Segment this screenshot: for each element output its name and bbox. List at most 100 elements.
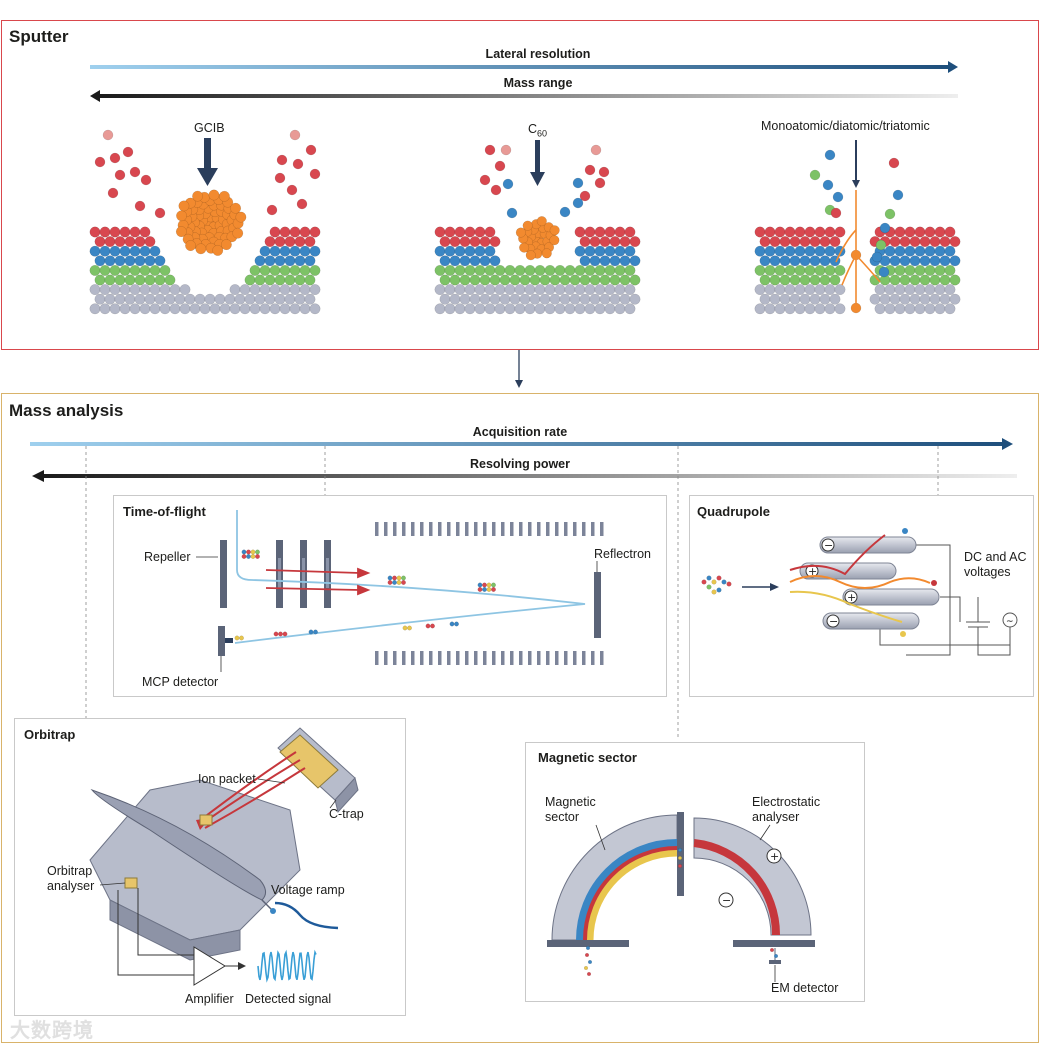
surface-atom [949,255,961,267]
tof-ion [282,631,288,637]
tof-ion [482,587,487,592]
reflectron-plate [594,572,601,638]
tof-ion [491,582,496,588]
lateral-resolution-label: Lateral resolution [485,47,591,61]
gcib-beam-arrow [197,138,218,186]
reflectron-grid-bar [438,651,442,665]
watermark: 大数跨境 [10,1020,94,1042]
reflectron-grid-bar [546,522,550,536]
gcib-cluster-atom [221,239,232,251]
reflectron-grid-bar [600,522,604,536]
tof-ion [425,623,431,629]
surface-atom [629,293,641,305]
tof-ion [241,549,247,555]
tof-ion [477,582,483,588]
surface-atom [944,245,956,257]
reflectron-grid-bar [483,651,487,665]
resolving-power-arrow [32,470,1017,482]
quadrupole-ion-cluster [701,575,732,595]
tof-ion [239,635,244,641]
magnetic-ion [584,966,589,971]
surface-atom [629,236,641,248]
gcib-cluster-atom [212,244,224,256]
reflectron-grid-bar [510,522,514,536]
quad-ion [726,581,732,587]
mass-range-arrow [90,90,958,102]
reflectron-grid-bar [582,522,586,536]
ejected-particle [296,198,308,210]
surface-atom [304,293,316,305]
surface-atom [624,284,636,295]
tof-ion [387,580,393,585]
reflectron-grid-bar [519,651,523,665]
ejected-particle [809,169,821,181]
ejected-particle [114,169,126,181]
acquisition-rate-label: Acquisition rate [472,425,568,439]
mcp-detector-label: MCP detector [142,675,219,689]
surface-atom [154,255,166,267]
svg-text:−: − [824,539,833,552]
surface-atom [829,274,841,286]
c60-cluster-atom [522,220,533,231]
magnetic-ion [678,856,683,861]
c60-cluster-atom [519,242,530,253]
reflectron-grid-bar [492,522,496,536]
quad-ion [711,589,717,595]
tof-ion [477,587,483,592]
surface-atom [489,236,501,248]
mcp-detector [218,626,225,656]
quad-ion [706,575,712,581]
surface-atom [944,226,956,238]
surface-atom [179,284,191,295]
surface-atom [834,303,846,315]
surface-atom [149,245,161,257]
ejected-particle [94,156,106,168]
surface-atom [304,274,316,286]
gcib-cluster-atom [218,190,230,202]
tof-ion [255,554,260,559]
gcib-cluster-atom [208,189,220,201]
ejected-particle [830,207,842,219]
range-dashed-lines [85,446,939,740]
reflectron-grid-bar [528,651,532,665]
quadrupole-circuit [879,544,1018,656]
mono-label: Monoatomic/diatomic/triatomic [761,119,930,133]
ejected-particle [309,168,321,180]
surface-atom [834,264,846,276]
reflectron-grid-bar [402,522,406,536]
reflectron-grid-bar [555,651,559,665]
ejected-particle [266,204,278,216]
reflectron-grid-bar [573,651,577,665]
surface-atom [484,245,496,257]
reflectron-grid-bar [384,522,388,536]
ion-packet-label: Ion packet [198,772,256,786]
surface-atom [309,226,321,238]
magnetic-sector-title: Magnetic sector [538,750,637,765]
ejected-particle [506,207,518,219]
c60-beam-arrow [530,140,545,186]
surface-atom [624,264,636,276]
surface-atom [944,303,956,315]
magnetic-ion-dots [584,848,779,977]
acceleration-arrows [265,567,371,596]
quad-ion [706,584,712,590]
tof-ion [407,625,412,631]
reflectron-grid-bar [411,522,415,536]
reflectron-grid-bar [591,651,595,665]
surface-atom [489,255,501,267]
em-detector [769,960,781,964]
reflectron-grid-bar [420,522,424,536]
em-detector-label: EM detector [771,981,839,995]
c60-cluster-atom [525,250,536,261]
tof-ion [449,621,455,627]
ejected-particle [479,174,491,186]
reflectron-grid-bar [474,651,478,665]
ejected-particle [884,208,896,220]
detected-signal-label: Detected signal [245,992,332,1006]
tof-ion-clusters [234,549,496,641]
ejected-particle [122,146,134,158]
reflectron-grid-bar [438,522,442,536]
ejected-particle [598,166,610,178]
reflectron-grid-bar [510,651,514,665]
